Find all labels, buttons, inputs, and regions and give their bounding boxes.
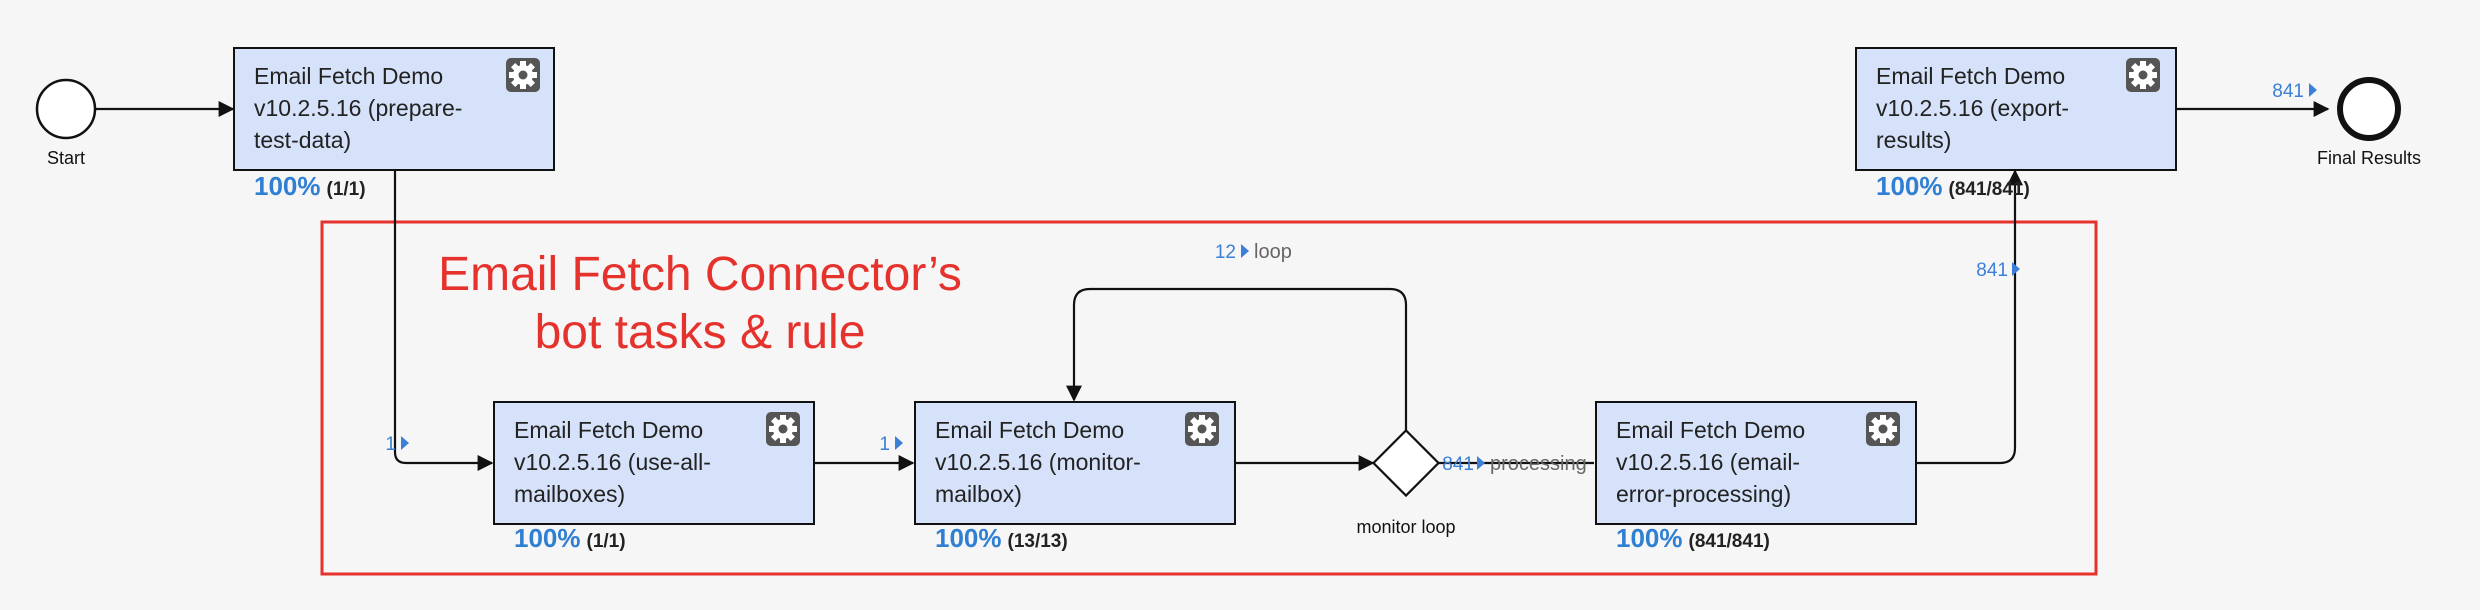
flow-label-to-monitor: 1 <box>879 434 903 455</box>
flow-name: loop <box>1254 241 1292 263</box>
task-percent: 100% <box>254 171 321 201</box>
triangle-right-icon <box>401 436 409 450</box>
task-count: (841/841) <box>1949 179 2030 200</box>
task-progress: 100% (841/841) <box>1876 171 2030 201</box>
task-percent: 100% <box>935 523 1002 553</box>
flow-label-to-mailboxes: 1 <box>385 434 409 455</box>
task-title-line-3: test-data) <box>254 127 351 153</box>
task-count: (1/1) <box>587 531 626 552</box>
annotation-group: Email Fetch Connector’s bot tasks & rule <box>320 220 2098 576</box>
flow-loop[interactable] <box>1066 287 1408 430</box>
task-count: (1/1) <box>327 179 366 200</box>
task-title-line-3: mailboxes) <box>514 481 625 507</box>
task-title-line-1: Email Fetch Demo <box>254 63 443 89</box>
task-progress: 100% (1/1) <box>514 523 626 553</box>
task-title-line-1: Email Fetch Demo <box>514 417 703 443</box>
gateway-label: monitor loop <box>1356 517 1455 537</box>
flow-count: 841 <box>2272 81 2304 102</box>
task-count: (841/841) <box>1689 531 1770 552</box>
task-title-line-3: error-processing) <box>1616 481 1791 507</box>
end-event[interactable]: Final Results <box>2317 77 2421 168</box>
task-prepare-test-data[interactable]: Email Fetch Demo v10.2.5.16 (prepare- te… <box>233 47 555 201</box>
triangle-right-icon <box>2012 262 2020 276</box>
task-progress: 100% (1/1) <box>254 171 366 201</box>
task-percent: 100% <box>1876 171 1943 201</box>
task-email-error-processing[interactable]: Email Fetch Demo v10.2.5.16 (email- erro… <box>1595 401 1917 553</box>
triangle-right-icon <box>1241 244 1249 258</box>
flow-name: processing <box>1490 453 1587 475</box>
flow-label-loop: 12 loop <box>1215 241 1292 263</box>
task-export-results[interactable]: Email Fetch Demo v10.2.5.16 (export- res… <box>1855 47 2177 201</box>
flow-count: 841 <box>1442 454 1474 475</box>
task-use-all-mailboxes[interactable]: Email Fetch Demo v10.2.5.16 (use-all- ma… <box>493 401 815 553</box>
task-title-line-2: v10.2.5.16 (monitor- <box>935 449 1141 475</box>
flow-label-to-export: 841 <box>1976 260 2020 281</box>
start-event[interactable]: Start <box>35 78 97 168</box>
gear-icon[interactable] <box>2126 58 2160 92</box>
annotation-line-2: bot tasks & rule <box>535 306 866 359</box>
flow-count: 1 <box>879 434 890 455</box>
task-title-line-2: v10.2.5.16 (use-all- <box>514 449 711 475</box>
end-event-label: Final Results <box>2317 148 2421 168</box>
triangle-right-icon <box>895 436 903 450</box>
sequence-flows <box>96 101 2330 471</box>
task-percent: 100% <box>514 523 581 553</box>
task-monitor-mailbox[interactable]: Email Fetch Demo v10.2.5.16 (monitor- ma… <box>914 401 1236 553</box>
task-title-line-3: mailbox) <box>935 481 1022 507</box>
flow-error-to-export[interactable] <box>1916 169 2023 465</box>
flow-count: 1 <box>385 434 396 455</box>
gear-icon[interactable] <box>766 412 800 446</box>
task-title-line-1: Email Fetch Demo <box>935 417 1124 443</box>
triangle-right-icon <box>1477 456 1485 470</box>
task-title-line-2: v10.2.5.16 (prepare- <box>254 95 462 121</box>
task-title-line-3: results) <box>1876 127 1951 153</box>
flow-label-to-final: 841 <box>2272 81 2317 102</box>
task-title-line-1: Email Fetch Demo <box>1616 417 1805 443</box>
task-progress: 100% (841/841) <box>1616 523 1770 553</box>
flow-count: 12 <box>1215 242 1236 263</box>
task-title-line-2: v10.2.5.16 (email- <box>1616 449 1800 475</box>
task-title-line-1: Email Fetch Demo <box>1876 63 2065 89</box>
annotation-line-1: Email Fetch Connector’s <box>438 248 962 301</box>
task-title-line-2: v10.2.5.16 (export- <box>1876 95 2069 121</box>
flow-prepare-to-mailboxes[interactable] <box>393 170 494 471</box>
start-event-label: Start <box>47 148 85 168</box>
annotation-box <box>320 220 2098 576</box>
flow-label-processing: 841 processing <box>1442 453 1586 475</box>
gear-icon[interactable] <box>1185 412 1219 446</box>
gear-icon[interactable] <box>1866 412 1900 446</box>
gateway-monitor-loop[interactable]: monitor loop <box>1356 428 1456 537</box>
task-count: (13/13) <box>1008 531 1068 552</box>
triangle-right-icon <box>2309 83 2317 97</box>
gear-icon[interactable] <box>506 58 540 92</box>
flow-count: 841 <box>1976 260 2008 281</box>
task-progress: 100% (13/13) <box>935 523 1068 553</box>
task-percent: 100% <box>1616 523 1683 553</box>
